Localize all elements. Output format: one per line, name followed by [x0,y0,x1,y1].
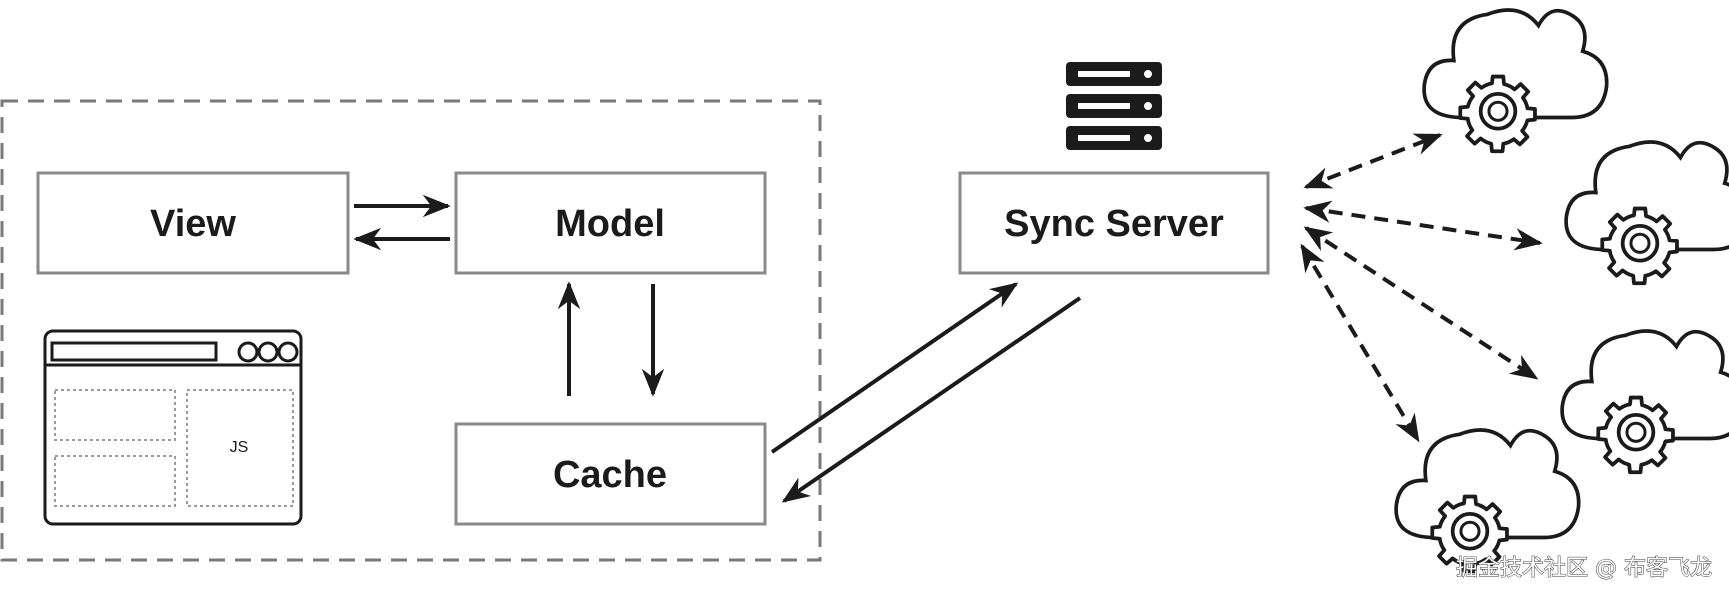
cloud-gear-icon [1396,430,1579,571]
watermark: 掘金技术社区 @ 布客飞龙 [1456,556,1712,581]
content-panel [54,455,176,507]
sync-cloud-3-arrow [1303,226,1539,380]
view-label: View [150,203,236,245]
content-panel [54,389,176,441]
sync-cloud-1-arrow [1303,133,1443,189]
window-control-dot [257,341,279,363]
sync-to-cache-arrow [781,296,1082,503]
server-rack-icon [1066,62,1162,150]
sync-cloud-4-arrow [1300,243,1420,443]
view-box: View [36,171,350,275]
cloud-gear-icon [1562,331,1729,472]
cache-to-sync-arrow [770,282,1019,454]
js-label: JS [230,439,249,456]
sync-server-box: Sync Server [958,171,1270,275]
client-container [0,99,822,562]
content-panel [186,389,294,507]
cloud-gear-icon [1424,10,1607,151]
address-bar [50,341,218,362]
cache-box: Cache [454,422,767,526]
cache-label: Cache [553,454,667,496]
window-control-dot [277,341,299,363]
sync-server-label: Sync Server [1004,203,1224,245]
window-control-dot [237,341,259,363]
browser-window-icon: JS [43,329,303,526]
cloud-gear-icon [1566,142,1729,283]
model-label: Model [555,203,665,245]
model-box: Model [454,171,767,275]
sync-cloud-2-arrow [1303,200,1543,251]
